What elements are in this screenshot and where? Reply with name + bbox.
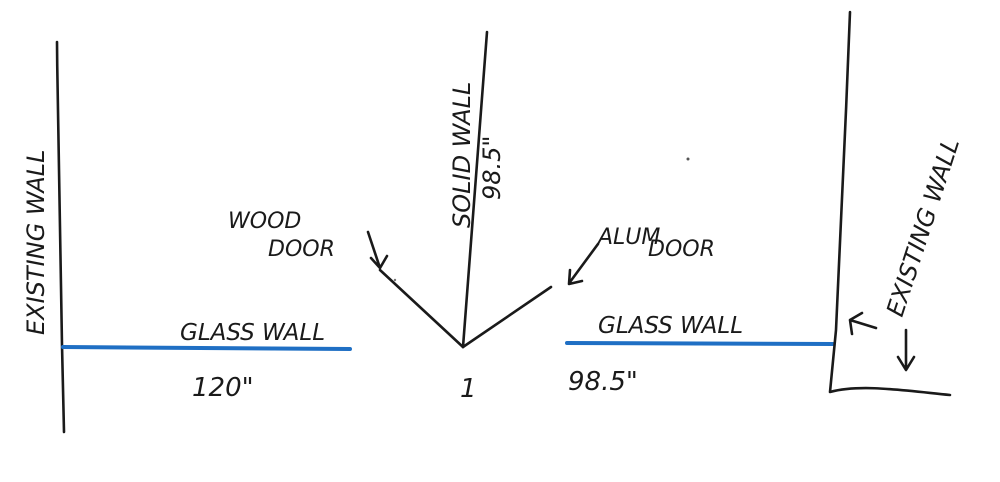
solid-wall-dimension: 98.5" (478, 136, 506, 200)
glass-wall-left-dimension: 120" (192, 373, 254, 403)
alum-door-label-line2: DOOR (648, 237, 715, 262)
existing-wall-left-line (55, 40, 66, 434)
alum-door-arrow-icon (567, 242, 600, 286)
existing-wall-right-arrow-up-icon (848, 311, 878, 336)
solid-wall-label: SOLID WALL (448, 82, 476, 228)
wood-door-label-line1: WOOD (228, 209, 301, 234)
existing-wall-right-line (828, 10, 952, 397)
existing-wall-right-arrow-down-icon (896, 328, 916, 372)
wood-door-label-line2: DOOR (268, 237, 335, 262)
glass-wall-left-label: GLASS WALL (180, 320, 325, 346)
speck-mark (393, 278, 397, 282)
wood-door-arrow-icon (366, 230, 389, 270)
existing-wall-right-label: EXISTING WALL (881, 135, 965, 320)
speck-mark (686, 157, 690, 161)
center-mark: 1 (460, 374, 477, 404)
solid-wall-line (461, 30, 489, 349)
existing-wall-left-label: EXISTING WALL (22, 149, 50, 335)
alum-door-line (461, 285, 553, 349)
glass-wall-right-dimension: 98.5" (568, 367, 638, 397)
glass-wall-right-label: GLASS WALL (598, 313, 743, 339)
glass-wall-right-line (565, 341, 835, 346)
wood-door-line (378, 268, 465, 349)
alum-door-label-line1: ALUM (596, 225, 660, 250)
glass-wall-left-line (61, 345, 352, 351)
